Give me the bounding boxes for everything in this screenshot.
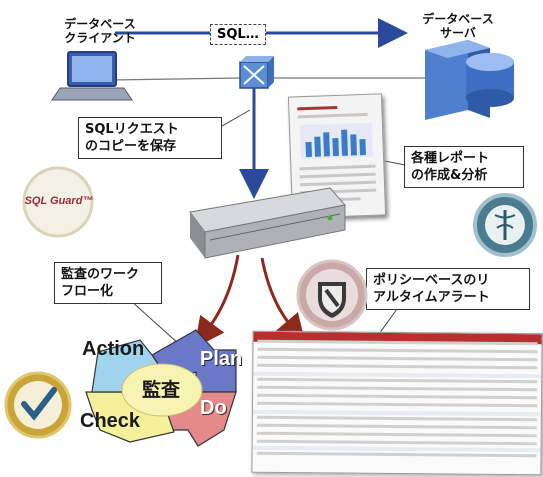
- check-label: Check: [80, 410, 141, 432]
- workflow-leader: [129, 299, 181, 346]
- reports-callout: 各種レポート の作成&分析: [404, 146, 524, 188]
- action-label: Action: [82, 338, 145, 360]
- db-server-label: データベース サーバ: [422, 12, 494, 40]
- sql-traffic-label: SQL…: [210, 24, 266, 45]
- client-switch-link: [109, 77, 241, 81]
- report-chart-thumbnail: [299, 122, 374, 160]
- alert-table-rows: [252, 339, 542, 458]
- policy-callout: ポリシーベースのリ アルタイムアラート: [366, 268, 530, 310]
- report-document: [287, 93, 387, 219]
- sql-guard-logo-text: SQL Guard™: [24, 195, 94, 207]
- sql-copy-callout: SQLリクエスト のコピーを保存: [78, 117, 222, 159]
- do-label: Do: [200, 397, 227, 419]
- plan-label: Plan: [200, 348, 243, 370]
- db-client-label: データベース クライアント: [64, 17, 136, 45]
- alert-table-screenshot: [251, 330, 543, 476]
- cycle-center-label: 監査: [142, 379, 181, 401]
- cycle-center: [121, 363, 203, 417]
- workflow-callout: 監査のワーク フロー化: [54, 262, 162, 304]
- workflow-arrow: [194, 254, 240, 348]
